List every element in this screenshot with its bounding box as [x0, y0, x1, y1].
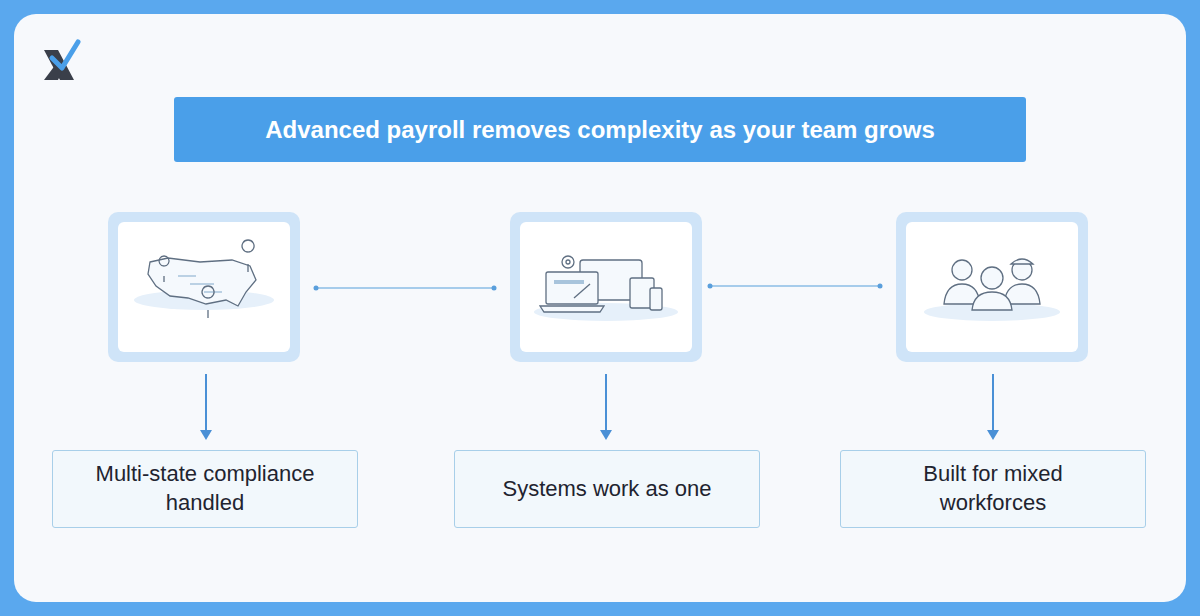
- title-band: Advanced payroll removes complexity as y…: [174, 97, 1026, 162]
- text-box: Systems work as one: [454, 450, 760, 528]
- people-icon: [924, 259, 1060, 321]
- title-text: Advanced payroll removes complexity as y…: [265, 116, 935, 144]
- devices-icon: [534, 256, 678, 321]
- icon-tiles: [108, 212, 1088, 362]
- logo: [44, 42, 78, 80]
- box-label: Built for mixed workforces: [868, 460, 1118, 517]
- text-box: Multi-state compliance handled: [52, 450, 358, 528]
- text-box: Built for mixed workforces: [840, 450, 1146, 528]
- box-label: Systems work as one: [502, 475, 711, 504]
- box-label: Multi-state compliance handled: [80, 460, 330, 517]
- map-icon: [134, 240, 274, 318]
- down-arrows: [200, 374, 999, 440]
